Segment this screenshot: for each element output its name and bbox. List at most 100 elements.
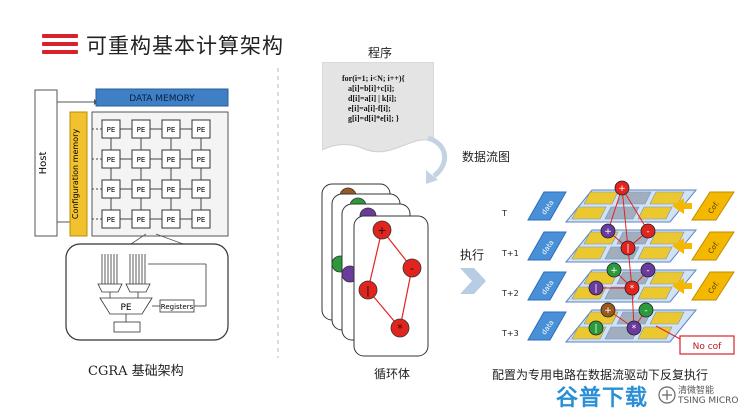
code-line: g[i]=d[i]*e[i]; } <box>342 114 400 123</box>
operation-node-label: - <box>646 227 649 237</box>
data-memory-label: DATA MEMORY <box>129 94 195 104</box>
pe-cell-label: PE <box>197 156 206 164</box>
pe-cell-label: PE <box>167 126 176 134</box>
menu-icon <box>42 34 78 54</box>
program-card <box>322 62 434 153</box>
pe-cell-label: PE <box>107 156 116 164</box>
operation-node-label: + <box>604 227 612 237</box>
operation-node-label: + <box>610 266 618 276</box>
program-code: for(i=1; i<N; i++){ a[i]=b[i]+c[i]; d[i]… <box>342 74 405 124</box>
cof-arrow-icon <box>672 278 684 294</box>
operation-node-label: | <box>594 324 597 334</box>
pe-cell <box>131 149 151 169</box>
code-line: for(i=1; i<N; i++){ <box>342 74 405 83</box>
pe-cell-label: PE <box>107 216 116 224</box>
operation-node <box>600 302 616 318</box>
operation-node <box>588 320 604 336</box>
time-label: T+2 <box>501 289 519 298</box>
pe-cell-label: PE <box>197 126 206 134</box>
watermark-text: 谷普下载 <box>556 386 649 411</box>
loop-body-stack: + - | * <box>321 183 429 357</box>
config-memory-label: Configuration memory <box>71 129 80 219</box>
operation-node-label: - <box>644 306 647 316</box>
node-op-sub: - <box>410 262 414 275</box>
pe-cell <box>131 179 151 199</box>
code-line: d[i]=a[i] | k[i]; <box>342 94 397 103</box>
execution-caption: 配置为专用电路在数据流驱动下反复执行 <box>492 368 709 382</box>
data-block <box>527 191 567 221</box>
operation-node-label: * <box>632 324 637 334</box>
pe-cell <box>101 149 121 169</box>
data-block <box>527 231 567 261</box>
operation-node <box>614 180 630 196</box>
pe-cell <box>101 209 121 229</box>
cof-block <box>691 271 735 301</box>
pe-cell <box>191 149 211 169</box>
pe-cell-label: PE <box>137 216 146 224</box>
pe-cell <box>161 179 181 199</box>
no-cof-box <box>679 335 735 355</box>
time-label: T <box>501 209 507 218</box>
program-label: 程序 <box>368 46 393 60</box>
operation-node-label: - <box>646 266 649 276</box>
pe-cell <box>191 119 211 139</box>
pe-cell-label: PE <box>167 156 176 164</box>
pe-cell <box>191 179 211 199</box>
watermark-logo: 清微智能 TSING MICRO <box>678 386 738 406</box>
dataflow-label: 数据流图 <box>462 150 511 164</box>
cof-block <box>691 191 735 221</box>
pe-cell-label: PE <box>137 126 146 134</box>
time-label: T+1 <box>501 249 519 258</box>
operation-node-label: + <box>604 306 612 316</box>
operation-node <box>624 280 640 296</box>
operation-node <box>606 262 622 278</box>
pe-cell <box>131 119 151 139</box>
pe-cell-label: PE <box>107 186 116 194</box>
operation-node <box>638 302 654 318</box>
data-block <box>527 311 567 341</box>
operation-node-label: | <box>594 284 597 294</box>
time-label: T+3 <box>501 329 519 338</box>
operation-node <box>620 240 636 256</box>
data-block <box>527 271 567 301</box>
operation-node-label: * <box>630 284 635 294</box>
node-op-add: + <box>377 224 386 237</box>
cof-arrow-icon <box>672 238 684 254</box>
pe-cell-label: PE <box>137 156 146 164</box>
pe-cell-label: PE <box>107 126 116 134</box>
pe-cell <box>101 119 121 139</box>
cgra-caption: CGRA 基础架构 <box>88 364 184 379</box>
pe-cell-label: PE <box>197 186 206 194</box>
operation-node <box>588 280 604 296</box>
watermark-logo-icon <box>658 386 676 404</box>
pe-detail-label: PE <box>120 303 131 313</box>
code-line: e[i]=a[i]-f[i]; <box>342 104 391 113</box>
operation-node <box>640 223 656 239</box>
execute-label: 执行 <box>460 248 485 262</box>
pe-cell <box>161 209 181 229</box>
pe-cell-label: PE <box>167 216 176 224</box>
divider <box>277 68 279 358</box>
cof-block <box>691 231 735 261</box>
pe-cell <box>161 119 181 139</box>
pe-cell-label: PE <box>197 216 206 224</box>
cgra-diagram: Host DATA MEMORY Configuration memory PE… <box>34 88 229 341</box>
pe-cell <box>161 149 181 169</box>
registers-label: Registers <box>161 303 194 311</box>
operation-node <box>640 262 656 278</box>
no-cof-label: No cof <box>693 342 723 352</box>
cof-arrow-icon <box>672 198 684 214</box>
node-op-mul: * <box>397 322 403 335</box>
watermark-logo-line2: TSING MICRO <box>678 396 739 406</box>
node-op-or: | <box>366 284 370 297</box>
pe-cell-label: PE <box>137 186 146 194</box>
operation-node-label: + <box>618 184 626 194</box>
operation-node-label: | <box>626 244 629 254</box>
execute-arrow-icon <box>460 268 486 294</box>
curved-arrow-icon <box>426 135 447 184</box>
page-title: 可重构基本计算架构 <box>86 34 284 58</box>
pe-cell <box>101 179 121 199</box>
operation-node <box>626 320 642 336</box>
